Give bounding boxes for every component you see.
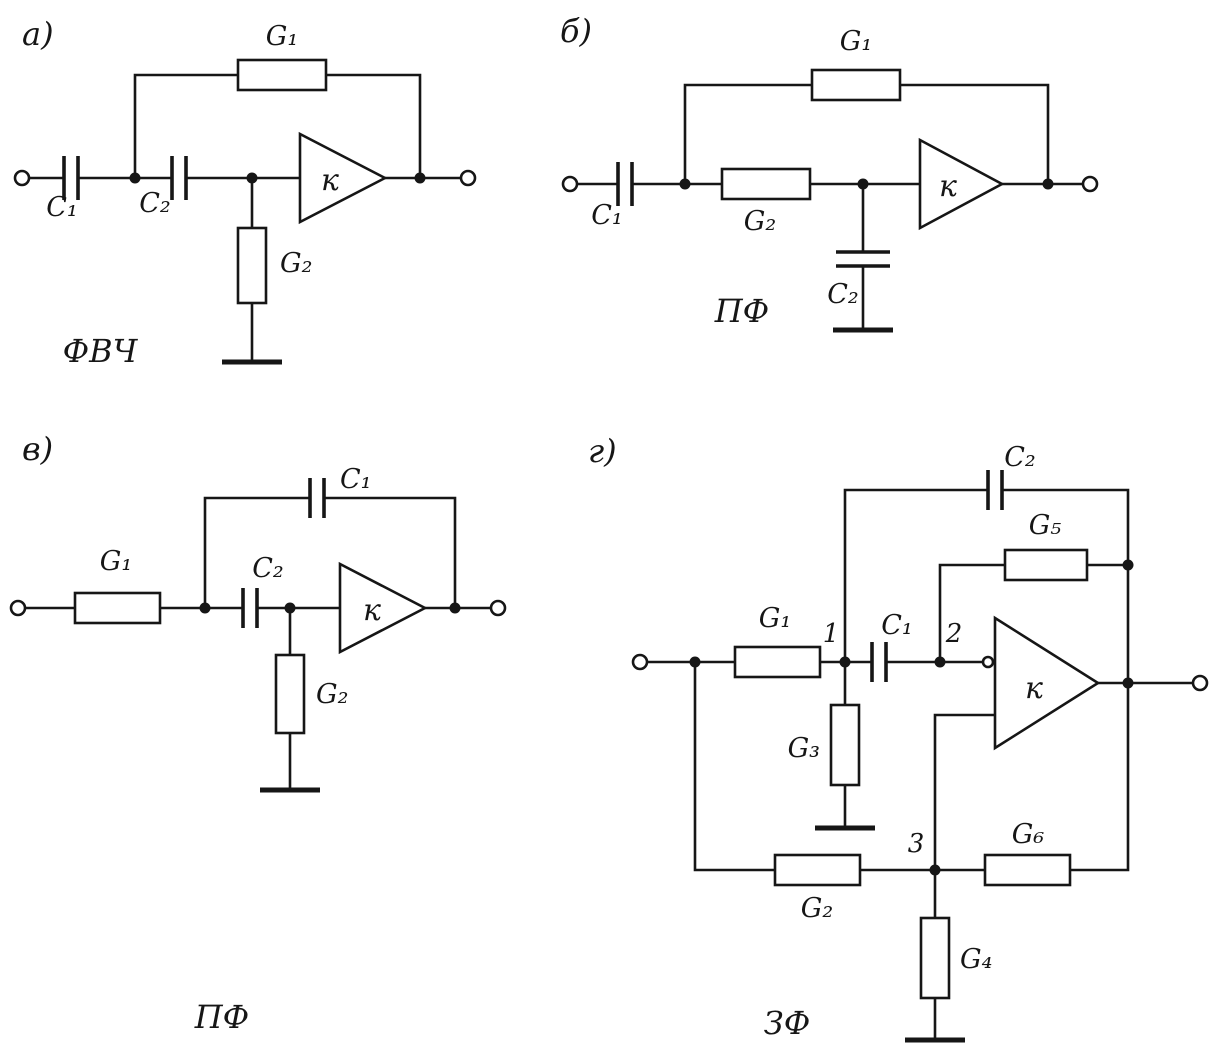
filter-type-label: ЗФ xyxy=(764,1004,811,1042)
circuit-a: а) C₁ C₂ G₁ G₂ к ФВЧ xyxy=(13,15,477,370)
circuit-b-wires xyxy=(575,83,1085,332)
resistor-g5 xyxy=(1003,548,1089,582)
filter-type-label: ПФ xyxy=(194,998,249,1036)
junction-dot xyxy=(199,602,211,614)
label-g2: G₂ xyxy=(280,248,312,279)
panel-label: г) xyxy=(588,432,617,470)
circuit-b: б) C₁ G₂ G₁ C₂ к ПФ xyxy=(560,12,1099,333)
label-g1: G₁ xyxy=(100,546,132,577)
label-c2: C₂ xyxy=(139,188,170,219)
circuit-v: в) G₁ C₁ C₂ G₂ к ПФ xyxy=(9,430,507,1036)
filter-type-label: ФВЧ xyxy=(63,332,139,370)
label-g2: G₂ xyxy=(744,206,776,237)
capacitor-c2 xyxy=(241,588,259,628)
amp-gain-label: к xyxy=(1025,671,1043,706)
label-g6: G₆ xyxy=(1012,819,1045,850)
input-terminal xyxy=(561,175,579,193)
amplifier xyxy=(298,131,388,225)
junction-dot xyxy=(129,172,141,184)
panel-label: в) xyxy=(22,430,53,468)
junction-dot xyxy=(929,864,941,876)
capacitor-c1 xyxy=(308,478,326,518)
amplifier xyxy=(993,615,1101,751)
junction-dot xyxy=(246,172,258,184)
resistor-g1 xyxy=(73,591,162,625)
input-terminal xyxy=(9,599,27,617)
amp-gain-label: к xyxy=(363,593,381,628)
label-g5: G₅ xyxy=(1029,510,1062,541)
capacitor-c1 xyxy=(870,642,888,682)
resistor-g3 xyxy=(829,703,861,787)
output-terminal xyxy=(489,599,507,617)
junction-dot xyxy=(284,602,296,614)
amp-input-bubble xyxy=(981,655,995,669)
amplifier xyxy=(918,137,1005,231)
label-g2: G₂ xyxy=(801,893,833,924)
circuit-v-wires xyxy=(23,496,493,792)
resistor-g2 xyxy=(274,653,306,735)
label-c1: C₁ xyxy=(340,464,371,495)
label-c2: C₂ xyxy=(827,279,858,310)
amplifier xyxy=(338,561,428,655)
node-label-2: 2 xyxy=(945,619,963,649)
resistor-g4 xyxy=(919,916,951,1000)
capacitor-c2 xyxy=(986,470,1004,510)
output-terminal xyxy=(1191,674,1209,692)
junction-dot xyxy=(414,172,426,184)
amp-gain-label: к xyxy=(321,163,339,198)
label-g4: G₄ xyxy=(960,944,992,975)
junction-dot xyxy=(689,656,701,668)
label-c1: C₁ xyxy=(591,200,622,231)
capacitor-c2 xyxy=(836,250,890,268)
capacitor-c1 xyxy=(616,162,634,206)
label-g2: G₂ xyxy=(316,679,348,710)
label-g1: G₁ xyxy=(266,21,298,52)
label-g1: G₁ xyxy=(840,26,872,57)
label-g3: G₃ xyxy=(788,733,820,764)
label-c1: C₁ xyxy=(881,610,912,641)
junction-dot xyxy=(1042,178,1054,190)
label-c2: C₂ xyxy=(1004,442,1035,473)
junction-dot xyxy=(934,656,946,668)
junction-dot xyxy=(1122,559,1134,571)
resistor-g2 xyxy=(720,167,812,201)
resistor-g1 xyxy=(733,645,822,679)
input-terminal xyxy=(631,653,649,671)
output-terminal xyxy=(1081,175,1099,193)
capacitor-c1 xyxy=(62,156,80,200)
capacitor-c2 xyxy=(170,156,188,200)
circuit-g: г) G₁ 1 C₁ 2 C₂ G₅ к G₃ G₂ 3 G₆ G₄ ЗФ xyxy=(588,432,1209,1043)
junction-dot xyxy=(857,178,869,190)
resistor-g1 xyxy=(810,68,902,102)
filter-type-label: ПФ xyxy=(714,292,769,330)
junction-dot xyxy=(1122,677,1134,689)
amp-gain-label: к xyxy=(939,169,957,204)
resistor-g2 xyxy=(773,853,862,887)
circuit-a-wires xyxy=(27,73,463,364)
label-c1: C₁ xyxy=(46,192,77,223)
resistor-g1 xyxy=(236,58,328,92)
label-g1: G₁ xyxy=(759,603,791,634)
junction-dot xyxy=(839,656,851,668)
label-c2: C₂ xyxy=(252,553,283,584)
node-label-1: 1 xyxy=(823,619,840,649)
panel-label: б) xyxy=(560,12,592,50)
node-label-3: 3 xyxy=(908,829,925,859)
output-terminal xyxy=(459,169,477,187)
junction-dot xyxy=(449,602,461,614)
panel-label: а) xyxy=(22,15,54,53)
input-terminal xyxy=(13,169,31,187)
resistor-g2 xyxy=(236,226,268,305)
junction-dot xyxy=(679,178,691,190)
resistor-g6 xyxy=(983,853,1072,887)
